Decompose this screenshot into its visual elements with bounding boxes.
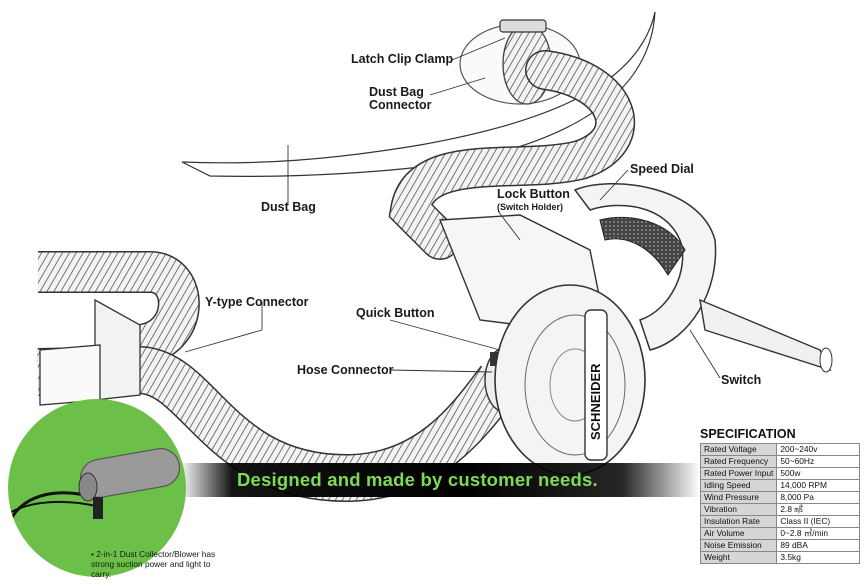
spec-label: Wind Pressure	[699, 491, 778, 504]
spec-value: 14,000 RPM	[776, 479, 860, 492]
spec-value: 200~240v	[776, 443, 860, 456]
spec-value: 500w	[776, 467, 860, 480]
spec-label: Weight	[699, 551, 778, 564]
label-dust-bag-connector-line2: Connector	[369, 98, 432, 112]
blower-handle	[573, 182, 717, 351]
tagline-banner	[180, 463, 700, 497]
inset-circle	[8, 399, 186, 577]
spec-label: Rated Power Input	[699, 467, 778, 480]
blower-body	[438, 214, 646, 476]
label-switch: Switch	[721, 373, 762, 387]
specification-title: SPECIFICATION	[700, 427, 796, 441]
spec-label: Rated Frequency	[699, 455, 778, 468]
brand-mark: SCHNEIDER	[588, 363, 603, 440]
exhaust-nozzle	[699, 298, 833, 373]
dust-bag-product-icon	[8, 448, 181, 528]
label-y-type-connector: Y-type Connector	[205, 295, 309, 309]
spec-value: Class II (IEC)	[776, 515, 860, 528]
spec-label: Rated Voltage	[699, 443, 778, 456]
spec-value: 8,000 Pa	[776, 491, 860, 504]
label-latch-clip-clamp: Latch Clip Clamp	[351, 52, 454, 66]
spec-label: Vibration	[699, 503, 778, 516]
spec-label: Insulation Rate	[699, 515, 778, 528]
spec-label: Air Volume	[699, 527, 778, 540]
spec-label: Noise Emission	[699, 539, 778, 552]
spec-value: 50~60Hz	[776, 455, 860, 468]
label-lock-button-sub: (Switch Holder)	[497, 202, 564, 212]
label-quick-button: Quick Button	[356, 306, 435, 320]
spec-label: Idling Speed	[699, 479, 778, 492]
spec-value: 3.5kg	[776, 551, 860, 564]
y-type-connector-body	[39, 298, 141, 406]
callout-lines	[184, 37, 721, 379]
tagline-text: Designed and made by customer needs.	[237, 469, 598, 490]
spec-value: 0~2.8 ㎥/min	[776, 527, 860, 540]
label-speed-dial: Speed Dial	[630, 162, 694, 176]
label-lock-button: Lock Button (Switch Holder)	[497, 188, 570, 214]
spec-value: 2.8 ㎨	[776, 503, 860, 516]
label-dust-bag: Dust Bag	[261, 200, 316, 214]
label-lock-button-main: Lock Button	[497, 187, 570, 201]
label-hose-connector: Hose Connector	[297, 363, 394, 377]
label-dust-bag-connector-line1: Dust Bag	[369, 85, 424, 99]
spec-value: 89 dBA	[776, 539, 860, 552]
inset-caption: • 2-in-1 Dust Collector/Blower has stron…	[91, 549, 216, 579]
label-dust-bag-connector: Dust Bag Connector	[369, 86, 432, 112]
